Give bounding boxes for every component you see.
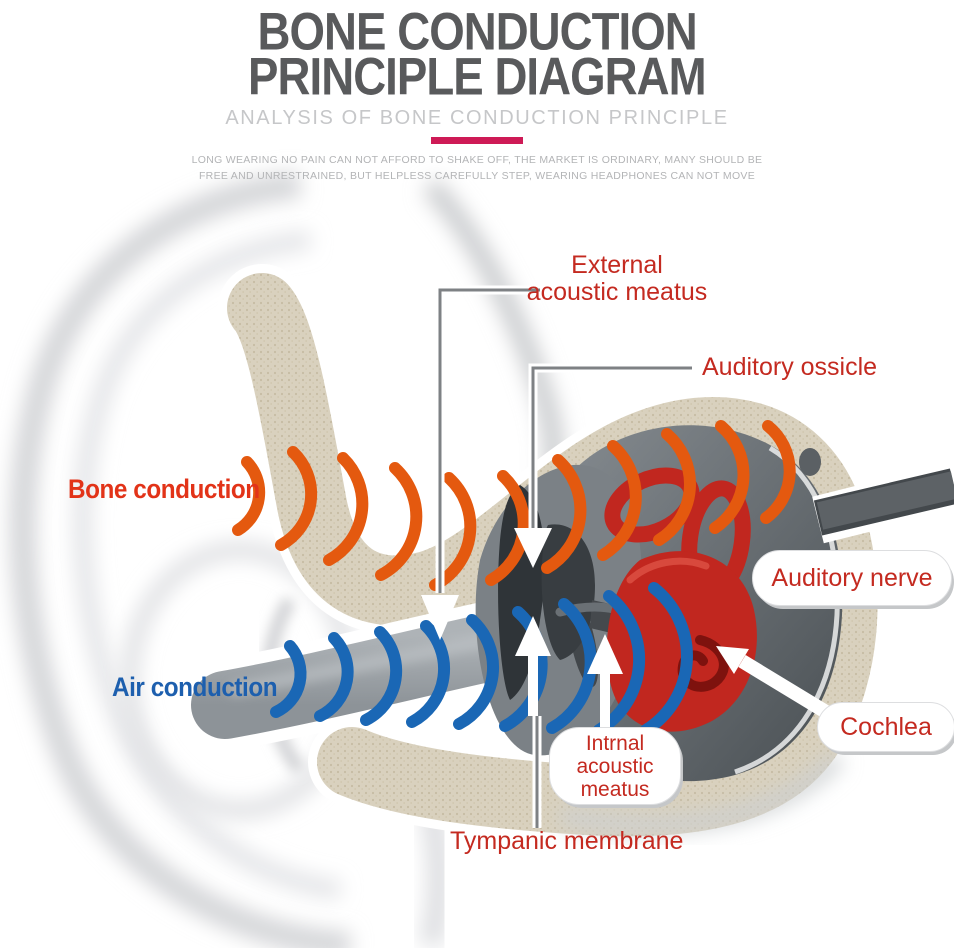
label-cochlea: Cochlea — [817, 702, 954, 752]
label-external-acoustic-meatus: External acoustic meatus — [497, 252, 737, 306]
label-tympanic-membrane: Tympanic membrane — [450, 827, 684, 855]
label-bone-conduction: Bone conduction — [68, 474, 260, 504]
air-wave-arc — [360, 626, 403, 726]
subtitle: ANALYSIS OF BONE CONDUCTION PRINCIPLE — [225, 107, 729, 129]
nerve-tube — [816, 471, 954, 530]
pointer-arrows — [421, 528, 830, 734]
label-external-line-2: acoustic meatus — [526, 278, 708, 306]
ossicle-leader — [531, 366, 692, 528]
air-wave-arc — [640, 582, 693, 736]
tagline-line-1: LONG WEARING NO PAIN CAN NOT AFFORD TO S… — [191, 154, 763, 166]
page-title: BONE CONDUCTION PRINCIPLE DIAGRAM — [0, 0, 954, 107]
external-meatus-arrow-icon — [421, 595, 459, 640]
bone-wave-arc — [275, 446, 318, 551]
bone-bottom-shadow — [558, 752, 844, 833]
air-wave-arc — [270, 640, 307, 718]
cochlea-highlight — [626, 557, 710, 584]
accent-divider — [431, 137, 523, 144]
auditory-nerve-shape — [799, 448, 954, 544]
title-line-2: PRINCIPLE DIAGRAM — [248, 48, 707, 107]
tagline: LONG WEARING NO PAIN CAN NOT AFFORD TO S… — [0, 153, 954, 185]
helix-ridge — [9, 172, 351, 948]
label-internal-line-2: acoustic — [576, 755, 654, 778]
bone-conduction-waves — [232, 420, 796, 591]
bone-wave-arc — [541, 454, 587, 574]
label-internal-line-1: Intrnal — [585, 732, 645, 755]
label-auditory-nerve: Auditory nerve — [752, 550, 952, 606]
bone-wave-arc — [232, 456, 266, 536]
bone-wave-arc — [323, 452, 369, 566]
inner-helix-ridge — [73, 231, 342, 899]
bone-wave-arc — [653, 428, 696, 546]
auditory-ossicle-arrow-icon — [514, 528, 552, 568]
label-external-line-1: External — [571, 251, 663, 279]
label-air-conduction: Air conduction — [112, 672, 278, 702]
external-meatus-leader — [438, 288, 540, 593]
label-internal-line-3: meatus — [580, 778, 650, 801]
bone-wave-arc — [760, 420, 796, 524]
tagline-line-2: FREE AND UNRESTRAINED, BUT HELPLESS CARE… — [198, 169, 756, 182]
air-wave-arc — [593, 590, 646, 736]
title-line-1: BONE CONDUCTION — [257, 3, 697, 62]
bone-wave-arc — [597, 440, 642, 561]
bone-wave-arc — [375, 462, 423, 581]
label-auditory-ossicle: Auditory ossicle — [702, 353, 878, 381]
internal-meatus-arrow-icon — [587, 634, 623, 734]
nerve-stub — [799, 448, 821, 476]
tympanic-membrane-arrow-icon — [515, 616, 551, 716]
bone-wave-arc — [709, 420, 750, 534]
air-wave-arc — [453, 614, 500, 730]
cochlea-arrow-icon — [716, 646, 830, 718]
header: BONE CONDUCTION PRINCIPLE DIAGRAM ANALYS… — [0, 0, 954, 185]
air-wave-arc — [406, 620, 451, 728]
leader-lines — [435, 285, 692, 828]
bone-wave-arc — [429, 472, 477, 591]
air-wave-arc — [314, 632, 354, 722]
label-internal-acoustic-meatus: Intrnal acoustic meatus — [549, 727, 681, 805]
cavity-rim — [734, 445, 840, 775]
